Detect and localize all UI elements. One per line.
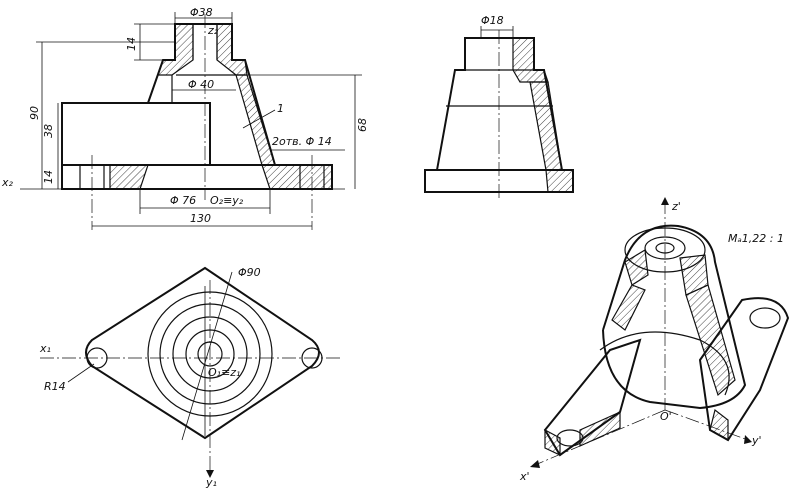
- axo-axis-y: [664, 409, 749, 441]
- top-view: Φ90 x₁ R14 O₁≡z₁ y₁: [39, 266, 340, 489]
- dim-radius: R14: [44, 380, 66, 393]
- leader-1: 1: [277, 102, 284, 115]
- holes-note: 2отв. Φ 14: [272, 135, 332, 148]
- dim-right-height: 68: [356, 118, 369, 132]
- axo-section-wall-right: [685, 284, 736, 397]
- axo-section-top: [624, 249, 649, 286]
- section-top-collar: [216, 23, 248, 76]
- dim-outer-diameter: Φ90: [238, 266, 261, 279]
- dim-hole-diameter: Φ18: [481, 14, 504, 27]
- axis-y1-label: y₁: [205, 476, 217, 489]
- axo-section-wall-left: [611, 284, 646, 331]
- side-section-wall: [529, 81, 563, 171]
- axo-axis-x: [534, 409, 666, 466]
- dim-base-height: 14: [42, 170, 55, 184]
- axonometric-view: z' Mₐ1,22 : 1 O' y' x': [519, 197, 790, 483]
- dim-length: 130: [190, 212, 211, 225]
- dim-top-height: 14: [125, 37, 138, 51]
- flange-outline: [85, 266, 320, 440]
- front-view: Φ38 14 z₂ Φ 40 90 38 14 68 1 2отв. Φ 14 …: [1, 6, 369, 230]
- side-section-top: [512, 37, 549, 83]
- dim-base-diameter: Φ 76: [170, 194, 196, 207]
- top-origin-label: O₁≡z₁: [208, 366, 240, 379]
- dim-total-height: 90: [28, 106, 41, 120]
- axis-z2-label: z₂: [207, 24, 219, 37]
- section-base-right: [261, 164, 333, 190]
- axis-x1-label: x₁: [39, 342, 51, 355]
- axis-x2-label: x₂: [1, 176, 14, 189]
- axo-origin-label: O': [660, 410, 672, 423]
- axo-axis-x-label: x': [519, 470, 530, 483]
- section-cone-wall: [235, 74, 276, 166]
- dim-inner-diameter: Φ 40: [188, 78, 214, 91]
- arm-block: [61, 102, 211, 166]
- dim-top-diameter: Φ38: [190, 6, 213, 19]
- axo-axis-z-label: z': [671, 200, 681, 213]
- axo-scale-label: Mₐ1,22 : 1: [728, 232, 784, 245]
- section-base-left: [109, 164, 149, 190]
- axo-base-right-wing: [698, 297, 790, 442]
- side-section-base: [545, 169, 574, 193]
- axo-axis-y-label: y': [751, 434, 762, 447]
- front-origin-label: O₂≡y₂: [210, 194, 244, 207]
- side-view: Φ18: [424, 14, 574, 200]
- dim-arm-height: 38: [42, 124, 55, 138]
- section-left-top: [157, 23, 194, 76]
